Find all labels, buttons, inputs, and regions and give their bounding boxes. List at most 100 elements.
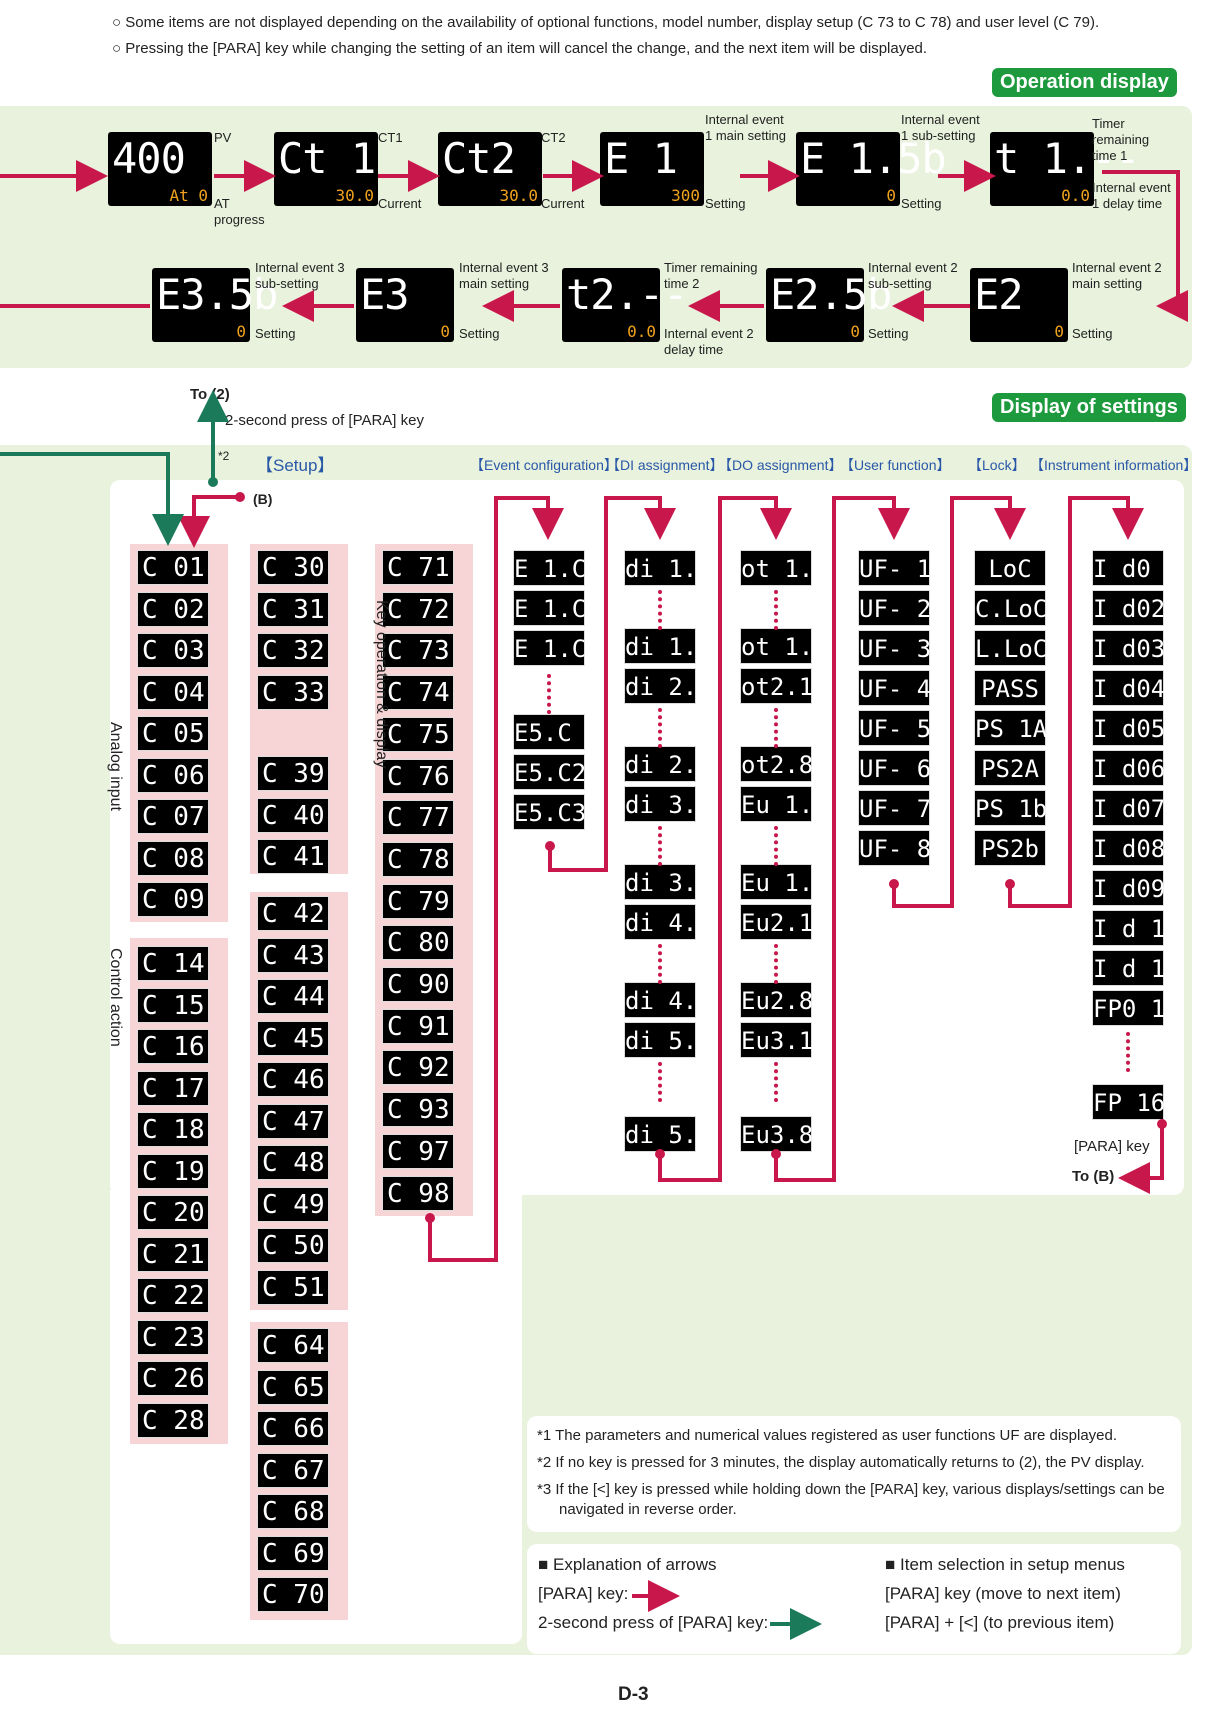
- chain-item-do-8: Eu3.1: [740, 1022, 813, 1058]
- chain-dots-do-3: [774, 944, 782, 984]
- setup-item-col2b-0: C 39: [257, 756, 329, 791]
- group-user-function: 【User function】: [840, 457, 951, 473]
- chain-item-info-5: I d06: [1092, 750, 1165, 786]
- lcd-bottom-label: Setting: [868, 326, 909, 341]
- lcd-display-row1-0: 400 At 0: [108, 132, 212, 206]
- setup-item-col3-1: C 72: [382, 591, 454, 627]
- setup-item-col2a-2: C 32: [257, 633, 329, 668]
- setup-item-col2c-0: C 42: [257, 896, 329, 931]
- setup-item-col3-6: C 77: [382, 800, 454, 836]
- setup-item-col2a-0: C 30: [257, 550, 329, 585]
- lcd-sub-value: 0: [1054, 322, 1064, 341]
- settings-banner: Display of settings: [992, 393, 1186, 422]
- lcd-sub-value: 0.0: [1061, 186, 1090, 205]
- two-second-label: 2-second press of [PARA] key: [225, 412, 424, 429]
- lcd-sub-value: 0: [850, 322, 860, 341]
- setup-item-col3-2: C 73: [382, 633, 454, 669]
- chain-item-uf-7: UF- 8: [858, 830, 931, 866]
- group-event-configuration: 【Event configuration】: [470, 457, 618, 473]
- chain-item-do-1: ot 1.8: [740, 628, 828, 664]
- chain-item-info-4: I d05: [1092, 710, 1165, 746]
- lcd-bottom-label: Current: [378, 196, 422, 211]
- arrow-dots: [235, 492, 1167, 1223]
- lcd-main-value: 400: [112, 134, 186, 183]
- setup-item-col3-8: C 79: [382, 883, 454, 919]
- chain-item-info-1: I d02: [1092, 590, 1165, 626]
- legend-sel-title: ■ Item selection in setup menus: [885, 1555, 1125, 1574]
- setup-item-col2a-3: C 33: [257, 674, 329, 710]
- lcd-bottom-label: Internal event 1 delay time: [1092, 180, 1171, 211]
- lcd-bottom-label: Setting: [901, 196, 942, 211]
- arrow-b-c01: [178, 495, 240, 548]
- setup-item-col2c-8: C 50: [257, 1228, 329, 1263]
- lcd-display-row1-5: t 1.-- 0.0: [990, 132, 1141, 206]
- footnote-1: *1 The parameters and numerical values r…: [537, 1427, 1118, 1444]
- setup-item-col1b-0: C 14: [137, 946, 209, 981]
- chain-dots-do-1: [774, 708, 782, 748]
- legend-next: [PARA] key (move to next item): [885, 1584, 1121, 1603]
- setup-item-col2c-4: C 46: [257, 1062, 329, 1097]
- arrow-ps2b-id01: [1008, 496, 1144, 908]
- chain-item-info-6: I d07: [1092, 790, 1165, 826]
- lcd-top-label: Internal event 3 sub-setting: [255, 260, 345, 291]
- chain-item-info-8: I d09: [1092, 870, 1165, 906]
- setup-item-col2c-3: C 45: [257, 1020, 329, 1056]
- footnotes-box: [527, 1416, 1181, 1532]
- legend-arrows-title: ■ Explanation of arrows: [538, 1555, 717, 1574]
- chain-item-do-6: Eu2.1: [740, 904, 813, 940]
- lcd-main-value: Ct 1: [278, 134, 376, 183]
- chain-item-uf-4: UF- 5: [858, 710, 931, 746]
- chain-item-info-7: I d08: [1092, 830, 1165, 866]
- chain-item-di-1: di 1.9: [624, 628, 712, 664]
- chain-dots-di-0: [658, 590, 666, 630]
- lcd-sub-value: 30.0: [335, 186, 374, 205]
- chain-dots-di-3: [658, 944, 666, 984]
- chain-item-do-7: Eu2.8: [740, 982, 813, 1018]
- setup-item-col2d-5: C 69: [257, 1535, 329, 1571]
- lcd-top-label: Internal event 1 main setting: [705, 112, 786, 143]
- setup-item-col1a-1: C 02: [137, 591, 209, 627]
- to-b-label: To (B): [1072, 1168, 1115, 1185]
- arrow-t1-e2: [1102, 170, 1188, 322]
- lcd-top-label: Internal event 2 sub-setting: [868, 260, 958, 291]
- arrow-c98-e1c1: [428, 496, 564, 1262]
- chain-item-info-2: I d03: [1092, 630, 1165, 666]
- chain-dots-info-0: [1126, 1032, 1134, 1072]
- operation-display-banner: Operation display: [992, 68, 1177, 97]
- chain-dots-do-4: [774, 1062, 782, 1102]
- lcd-sub-value: 0: [440, 322, 450, 341]
- arrow-fp16-to-b: [1118, 1124, 1164, 1194]
- lcd-sub-value: At 0: [169, 186, 208, 205]
- chain-item-uf-5: UF- 6: [858, 750, 931, 786]
- setup-item-col2d-2: C 66: [257, 1411, 329, 1446]
- setup-item-col1b-6: C 20: [137, 1195, 209, 1230]
- lcd-bottom-label: AT progress: [214, 196, 265, 227]
- chain-dots-do-2: [774, 826, 782, 866]
- lcd-main-value: t 1.--: [994, 134, 1141, 183]
- lcd-bottom-label: Internal event 2 delay time: [664, 326, 754, 357]
- lcd-sub-value: 0.0: [627, 322, 656, 341]
- setup-item-col3-3: C 74: [382, 675, 454, 711]
- setup-item-col3-11: C 91: [382, 1008, 454, 1044]
- chain-item-event-4: E5.C2: [513, 754, 586, 790]
- chain-dots-di-4: [658, 1062, 666, 1102]
- arrow-green-into-setup: [0, 452, 184, 546]
- chain-item-di-7: di 4.9: [624, 982, 712, 1018]
- chain-item-info-3: I d04: [1092, 670, 1165, 706]
- group-di-assignment: 【DI assignment】: [606, 457, 724, 473]
- setup-item-col1b-11: C 28: [137, 1402, 209, 1438]
- chain-item-event-5: E5.C3: [513, 794, 586, 830]
- lcd-top-label: CT2: [541, 130, 566, 145]
- setup-item-col1a-0: C 01: [137, 550, 209, 585]
- footnote-2: *2 If no key is pressed for 3 minutes, t…: [537, 1454, 1145, 1471]
- setup-item-col1a-5: C 06: [137, 757, 209, 793]
- chain-item-info-11: FP0 1: [1092, 990, 1165, 1026]
- legend-prev: [PARA] + [<] (to previous item): [885, 1613, 1115, 1632]
- chain-item-lock-7: PS2b: [974, 830, 1046, 866]
- lcd-bottom-label: Setting: [705, 196, 746, 211]
- legend-para: [PARA] key:: [538, 1584, 629, 1603]
- lcd-main-value: t2.--: [566, 270, 688, 319]
